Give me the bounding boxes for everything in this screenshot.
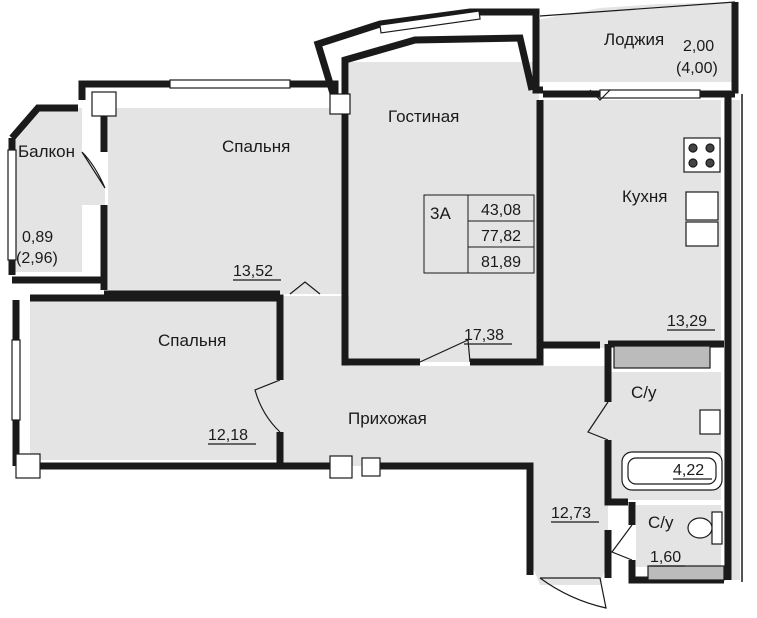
balcony-left-wall [9, 104, 78, 141]
living-room-area: 17,38 [464, 327, 504, 344]
ventilation-shaft-bottom-icon [647, 565, 725, 581]
toilet-bowl-icon [687, 517, 713, 539]
door-living [419, 339, 471, 363]
burner-icon [705, 143, 715, 153]
bedroom1-fill [108, 108, 346, 294]
column-marker [91, 91, 117, 117]
stove-icon [683, 137, 721, 173]
window-living [379, 10, 481, 34]
bedroom2-name: Спальня [158, 331, 226, 350]
window-kitchen [599, 89, 701, 99]
living-room-name: Гостиная [388, 107, 459, 126]
balcony-area-full: (2,96) [16, 250, 58, 267]
fixtures [613, 137, 725, 581]
bathtub-inner-icon [627, 457, 717, 485]
burner-icon [705, 158, 715, 168]
door-bedroom2 [254, 379, 281, 433]
door-loggia [589, 89, 611, 101]
window-balcony [7, 149, 17, 261]
hallway-area: 12,73 [551, 505, 591, 522]
column-marker [15, 453, 41, 479]
door-balcony [81, 151, 106, 189]
summary-box [423, 194, 535, 274]
door-bedroom1 [289, 281, 321, 295]
total-area-value: 77,82 [481, 228, 521, 245]
door-bathroom1 [587, 401, 609, 441]
bedroom2-area: 12,18 [208, 427, 248, 444]
loggia-fill [536, 2, 735, 82]
apartment-summary: 3А 43,08 77,82 81,89 [423, 194, 535, 274]
door-entrance [539, 577, 607, 609]
room-labels: Лоджия 2,00 (4,00) Балкон 0,89 (2,96) Сп… [16, 30, 718, 567]
loggia-area: 2,00 [683, 38, 714, 55]
hallway-name: Прихожая [348, 409, 427, 428]
bathroom2-name: С/у [648, 513, 674, 532]
outer-wall-loggia-right [731, 2, 739, 94]
hallway-fill [280, 296, 608, 585]
window-bedroom2 [11, 339, 21, 421]
columns [15, 91, 381, 479]
burner-icon [688, 143, 698, 153]
windows [7, 1, 736, 421]
bedroom1-area: 13,52 [233, 263, 273, 280]
outer-wall-living-inner [341, 34, 536, 100]
total-area-with-balconies-value: 81,89 [481, 254, 521, 271]
apartment-type: 3А [430, 204, 451, 223]
burner-icon [688, 158, 698, 168]
living-area-value: 43,08 [481, 202, 521, 219]
hallway-bottom-wall [380, 462, 534, 575]
balcony-fill [12, 108, 105, 272]
bathroom1-area: 4,22 [673, 462, 704, 479]
balcony-area: 0,89 [22, 229, 53, 246]
living-left-wall [341, 100, 420, 366]
washbasin-icon [699, 409, 721, 435]
bedroom2-fill [30, 300, 280, 460]
bathroom-left-wall-lower [604, 440, 628, 506]
kitchen-name: Кухня [622, 187, 668, 206]
window-bedroom1 [169, 79, 291, 89]
loggia-name: Лоджия [604, 30, 664, 49]
bedroom1-name: Спальня [222, 137, 290, 156]
kitchen-counter-icon [685, 221, 719, 247]
ventilation-shaft-icon [613, 345, 711, 369]
door-bathroom2 [611, 524, 633, 561]
living-right-wall [470, 100, 544, 366]
column-marker [329, 93, 351, 115]
toilet-tank-icon [711, 511, 723, 545]
loggia-area-full: (4,00) [676, 60, 718, 77]
column-marker [361, 457, 381, 477]
bedroom2-top-wall [30, 294, 284, 380]
balcony-name: Балкон [18, 142, 75, 161]
doors [81, 89, 633, 609]
kitchen-sink-icon [685, 191, 719, 221]
bathroom1-name: С/у [631, 383, 657, 402]
kitchen-area: 13,29 [667, 313, 707, 330]
bathroom2-area: 1,60 [650, 549, 681, 566]
loggia-glazing [539, 1, 736, 17]
column-marker [329, 455, 353, 479]
